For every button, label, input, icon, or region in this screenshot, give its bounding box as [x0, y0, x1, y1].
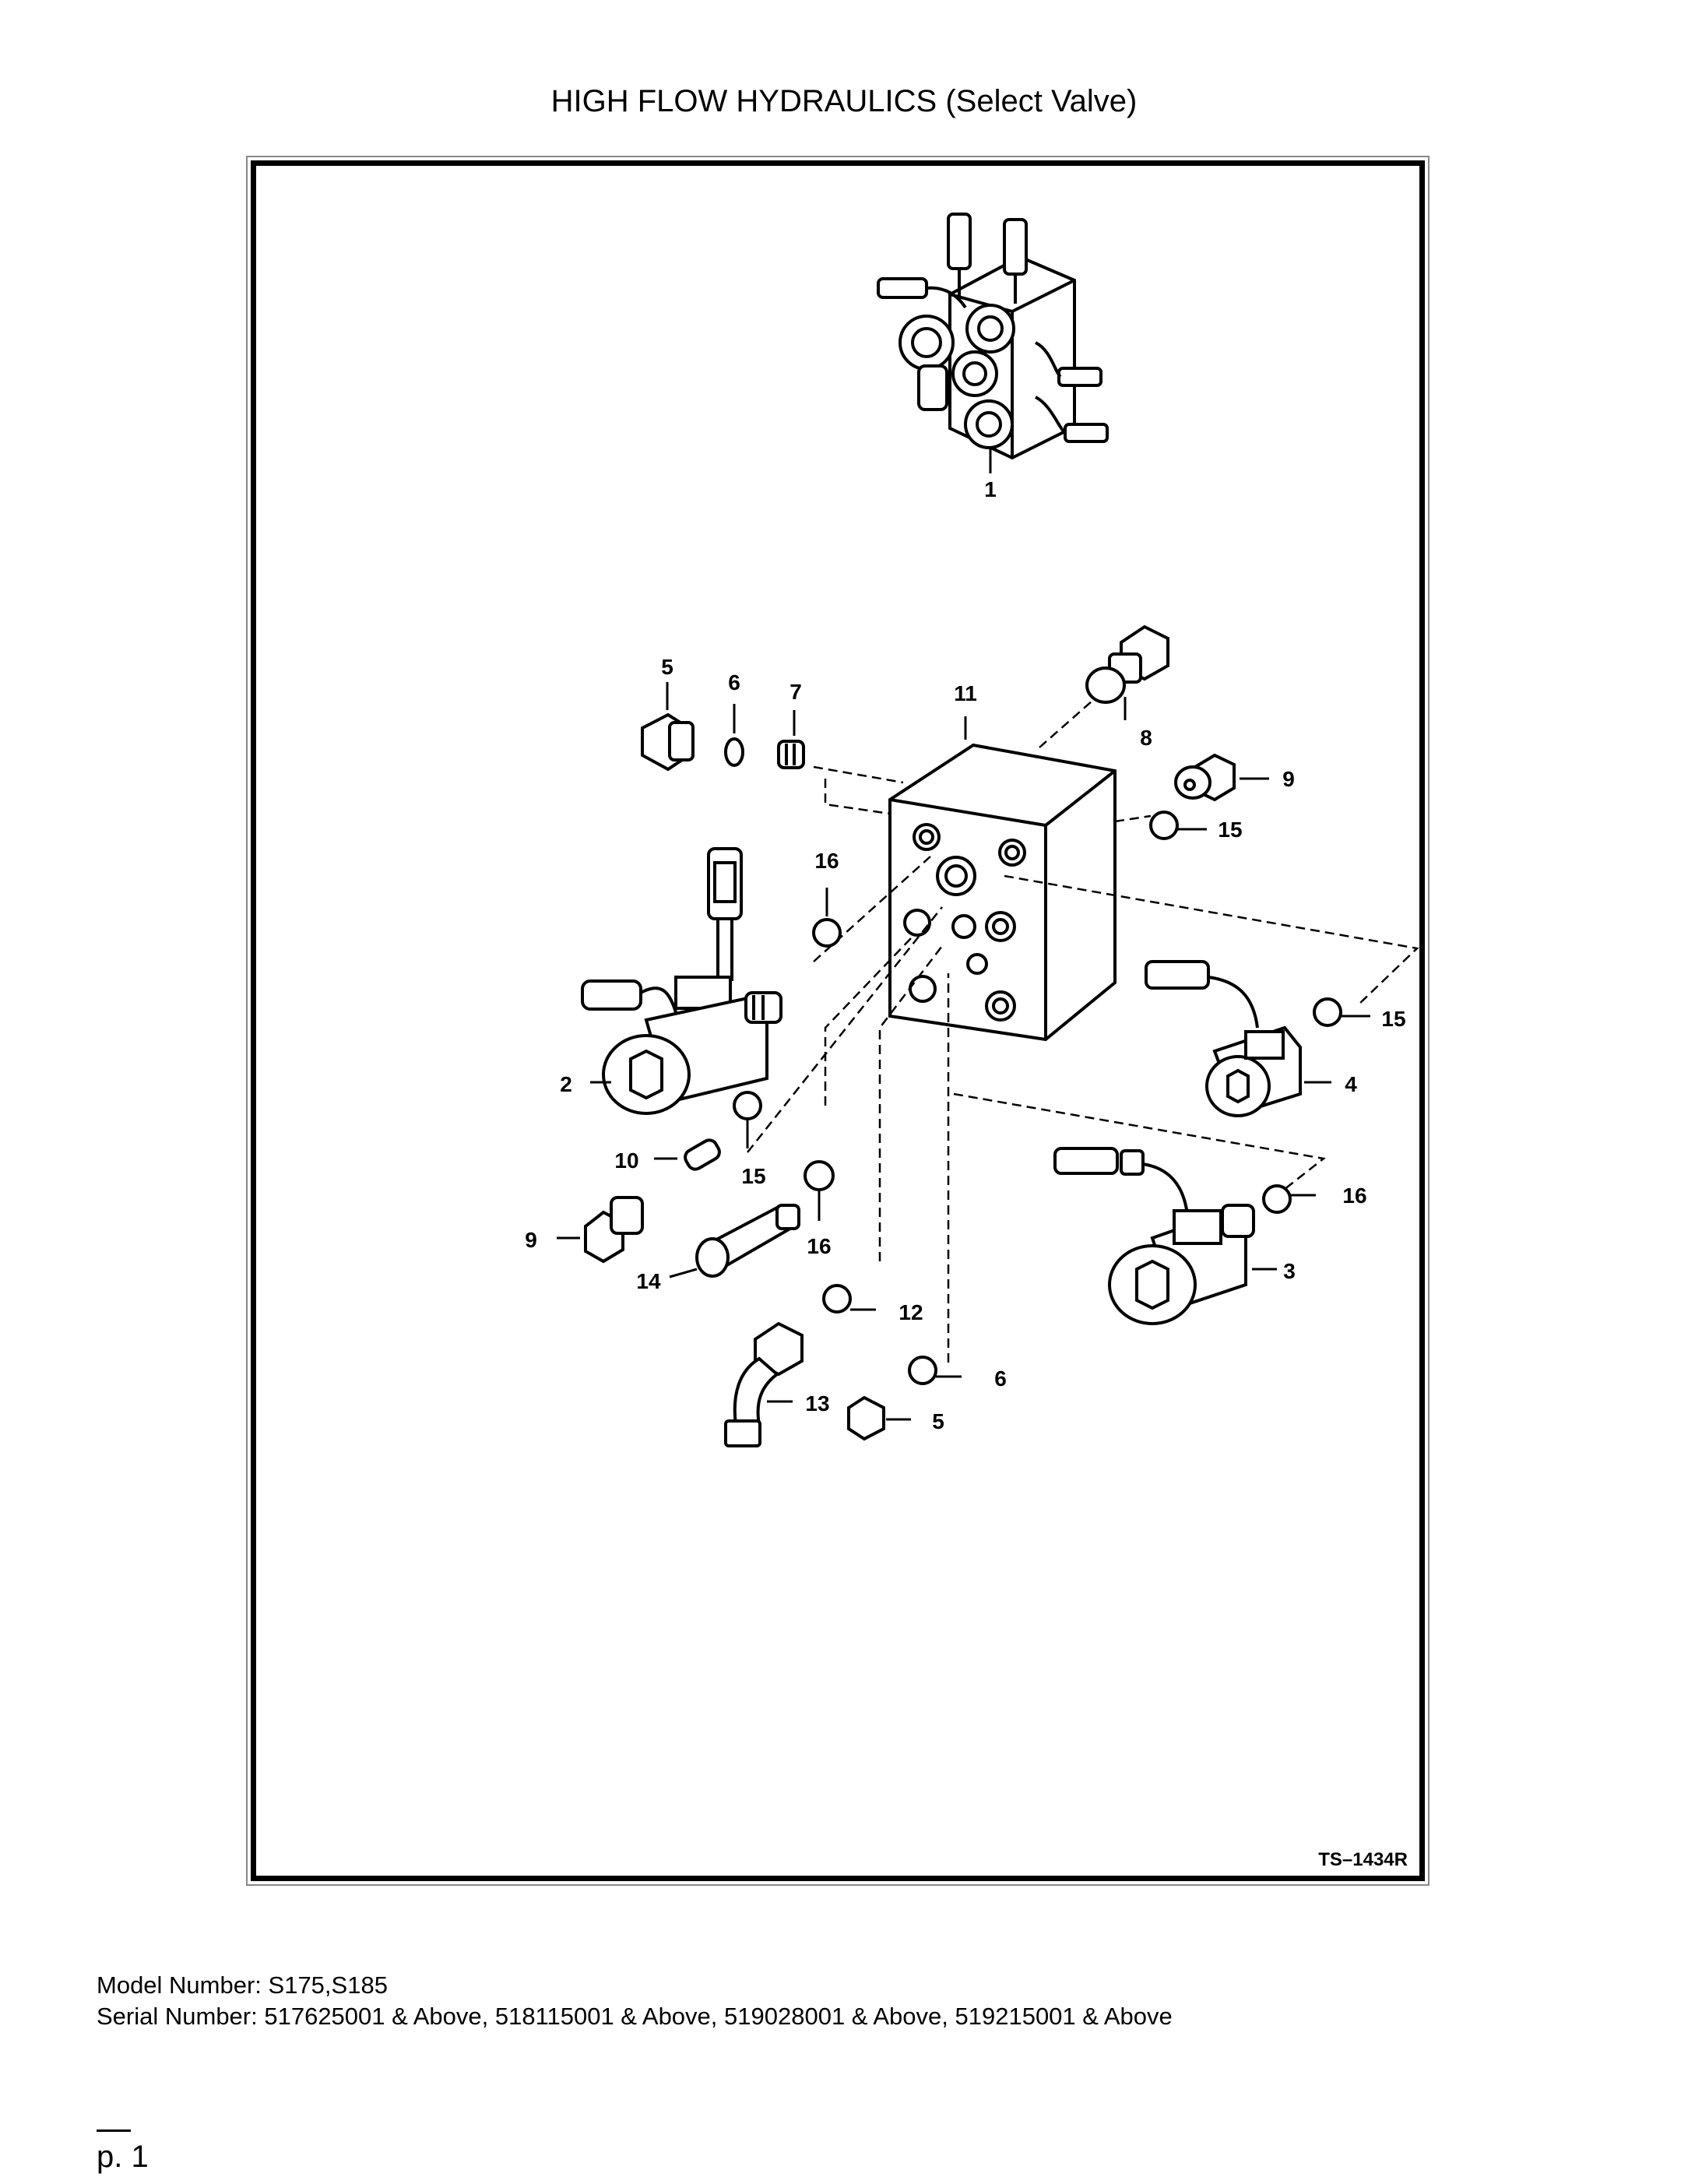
callout-4: 4	[1345, 1072, 1357, 1096]
callout-13: 13	[805, 1391, 829, 1416]
o-ring-illustration-15c	[1313, 997, 1342, 1027]
check-valve-illustration-14	[695, 1204, 800, 1278]
callout-2: 2	[560, 1072, 572, 1096]
orifice-illustration	[777, 740, 805, 769]
o-ring-illustration-16b	[804, 1160, 835, 1191]
callout-5-top: 5	[661, 655, 673, 679]
callout-16-c: 16	[1342, 1183, 1366, 1208]
serial-number: Serial Number: 517625001 & Above, 518115…	[97, 2003, 1173, 2030]
callout-16-a: 16	[814, 849, 839, 873]
callout-6-top: 6	[728, 670, 740, 695]
solenoid-illustration-2	[581, 847, 782, 1115]
page-number: p. 1	[97, 2140, 149, 2174]
callout-6-bottom: 6	[994, 1366, 1007, 1391]
model-number: Model Number: S175,S185	[97, 1971, 388, 1999]
page-title: HIGH FLOW HYDRAULICS (Select Valve)	[550, 84, 1138, 118]
valve-block-illustration	[888, 716, 1117, 1042]
o-ring-illustration-15b	[733, 1091, 762, 1120]
callout-15-c: 15	[741, 1164, 765, 1188]
callout-15-b: 15	[1381, 1007, 1405, 1031]
diagram-frame	[251, 160, 1425, 1881]
o-ring-illustration-16a	[812, 918, 842, 948]
callout-3: 3	[1283, 1259, 1296, 1283]
callout-14: 14	[636, 1269, 661, 1293]
callout-11: 11	[954, 681, 977, 705]
valve-assembly-illustration	[877, 213, 1109, 473]
o-ring-illustration-15a	[1149, 811, 1179, 840]
callout-7: 7	[789, 680, 802, 704]
callout-15-a: 15	[1218, 818, 1242, 842]
fitting-illustration-8	[1085, 624, 1169, 720]
elbow-fitting-illustration-13	[724, 1321, 804, 1447]
assembly-dash-lines	[747, 688, 1419, 1363]
o-ring-illustration-16c	[1262, 1184, 1292, 1214]
callout-1: 1	[984, 477, 997, 501]
drawing-reference-code: TS–1434R	[1318, 1849, 1408, 1870]
page-separator	[97, 2129, 131, 2132]
callout-16-b: 16	[807, 1234, 831, 1258]
callout-8: 8	[1140, 726, 1152, 750]
solenoid-illustration-3	[1053, 1147, 1255, 1325]
callout-labels: 1 5 6 7 11 8 9 15 16 15 4 2 15 10 16 16 …	[525, 477, 1405, 1433]
callout-9-right: 9	[1282, 767, 1295, 791]
orifice-illustration-10	[684, 1138, 721, 1171]
o-ring-illustration-top	[724, 737, 744, 767]
plug-illustration-9-left	[584, 1196, 644, 1264]
o-ring-illustration-12	[822, 1284, 852, 1314]
solenoid-illustration-4	[1145, 960, 1302, 1117]
diagram-frame-outer	[246, 156, 1430, 1886]
plug-illustration-top	[641, 712, 695, 772]
o-ring-illustration-6b	[908, 1356, 937, 1385]
callout-9-left: 9	[525, 1228, 537, 1252]
callout-5-bottom: 5	[932, 1409, 944, 1433]
callout-10: 10	[614, 1148, 638, 1173]
plug-illustration-5b	[847, 1395, 885, 1441]
callout-leaders	[557, 682, 1370, 1421]
fitting-illustration-9-right	[1174, 753, 1236, 802]
callout-12: 12	[899, 1300, 923, 1324]
